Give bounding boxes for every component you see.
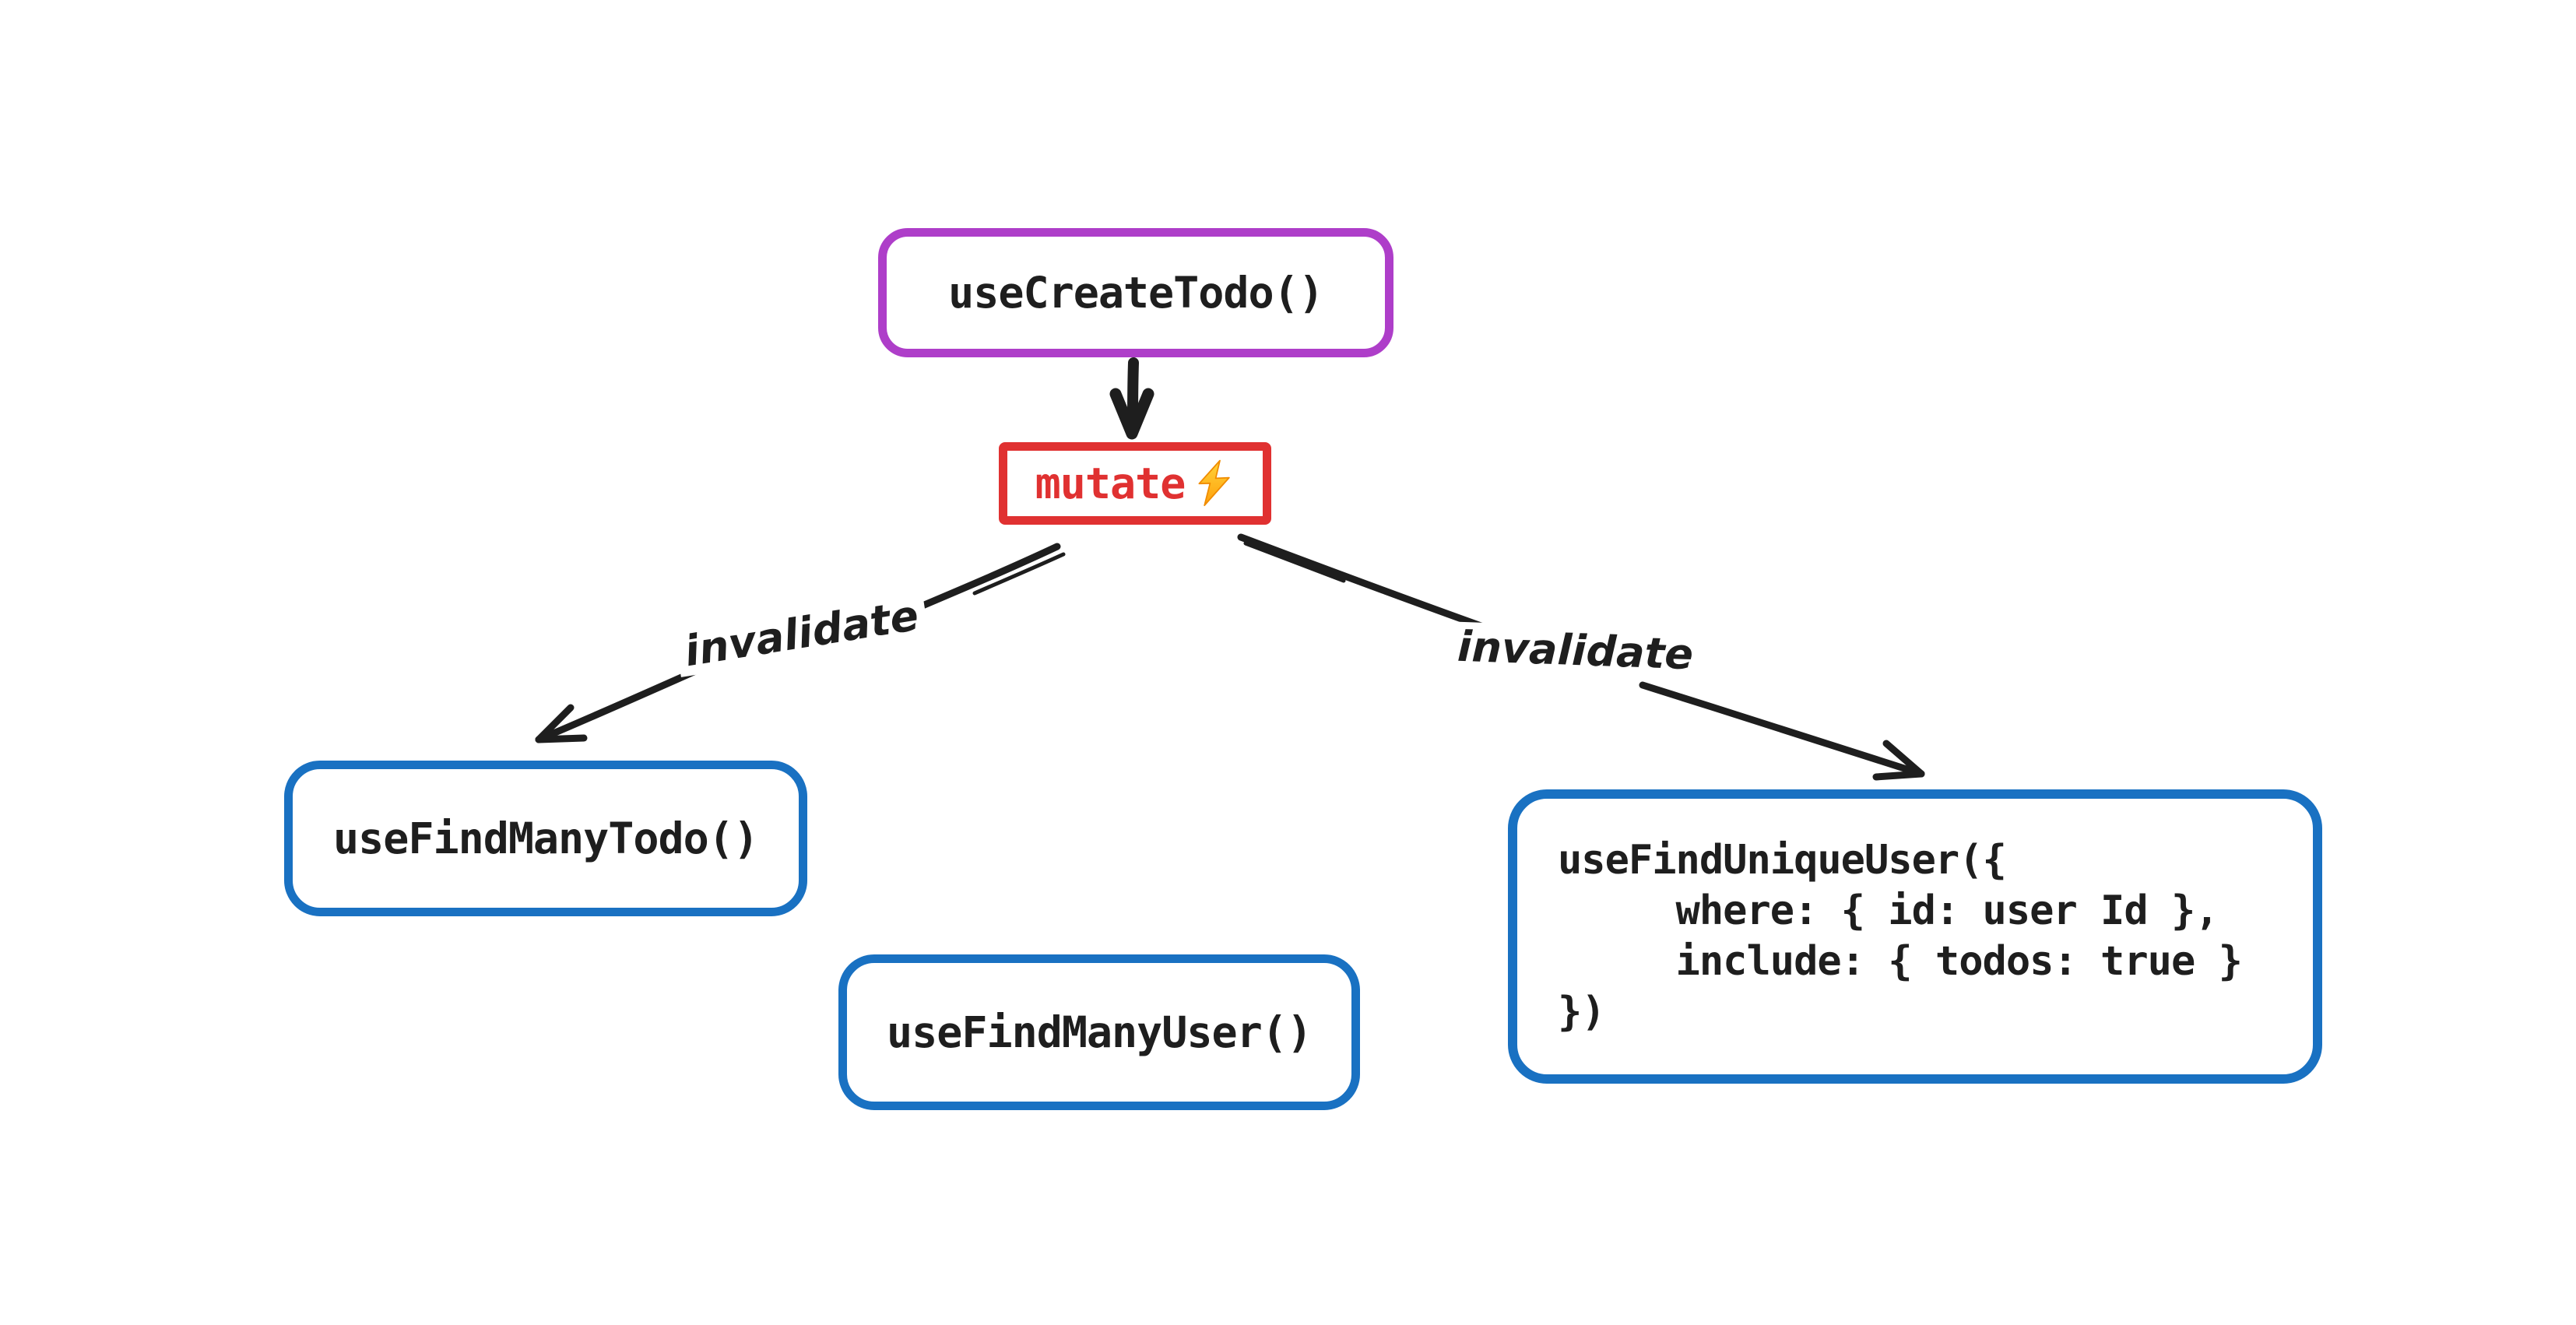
code-line-1: useFindUniqueUser({ xyxy=(1558,837,2007,884)
node-use-find-many-todo-label: useFindManyTodo() xyxy=(333,814,759,863)
node-mutate: mutate xyxy=(999,442,1271,525)
lightning-bolt-icon xyxy=(1194,459,1235,508)
node-mutate-label: mutate xyxy=(1035,459,1186,508)
arrow-create-to-mutate xyxy=(1109,357,1154,440)
node-use-find-unique-user: useFindUniqueUser({ where: { id: user Id… xyxy=(1508,789,2322,1084)
node-use-find-many-user-label: useFindManyUser() xyxy=(887,1007,1313,1057)
code-line-2: where: { id: user Id }, xyxy=(1558,887,2219,934)
node-use-create-todo-label: useCreateTodo() xyxy=(948,268,1324,318)
edge-label-invalidate-right: invalidate xyxy=(1448,621,1703,680)
arrow-mutate-to-find-unique-user xyxy=(1237,533,1925,781)
node-use-find-many-todo: useFindManyTodo() xyxy=(284,761,807,916)
code-line-3: include: { todos: true } xyxy=(1558,938,2243,985)
code-line-4: }) xyxy=(1558,989,1606,1035)
node-use-create-todo: useCreateTodo() xyxy=(878,228,1393,357)
node-use-find-many-user: useFindManyUser() xyxy=(838,954,1360,1110)
